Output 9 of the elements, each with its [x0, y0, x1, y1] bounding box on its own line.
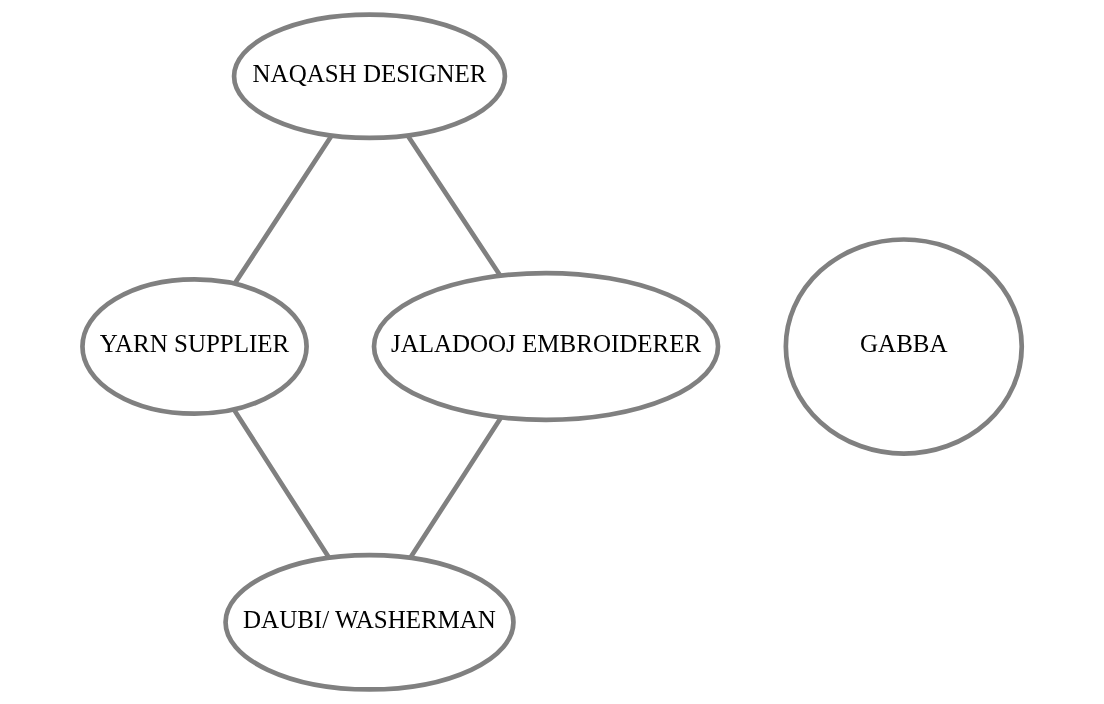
connector [405, 134, 502, 277]
connector [232, 408, 331, 559]
node-circle: GABBA [783, 237, 1025, 456]
node-ellipse: YARN SUPPLIER [80, 277, 309, 417]
connector [232, 134, 334, 285]
node-ellipse: NAQASH DESIGNER [231, 12, 508, 141]
node-ellipse: JALADOOJ EMBROIDERER [371, 270, 721, 423]
connector [408, 416, 503, 559]
node-ellipse: DAUBI/ WASHERMAN [223, 552, 516, 692]
